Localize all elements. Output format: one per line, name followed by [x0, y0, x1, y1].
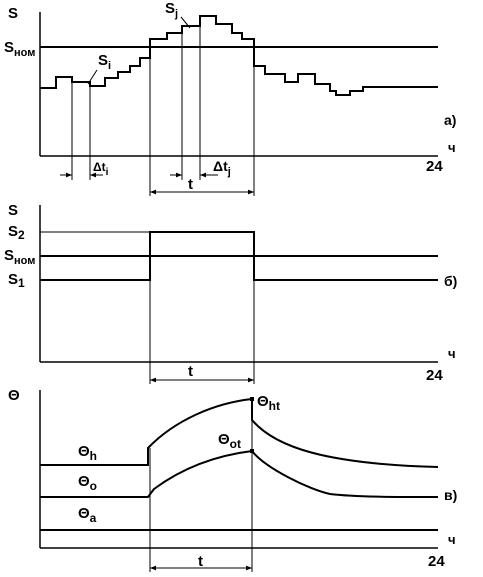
panel-a-unit-label: ч: [448, 140, 456, 155]
panel-a-x-end-label: 24: [426, 158, 443, 175]
panel-b-snom-label: Sном: [4, 247, 35, 267]
panel-c-oil-curve: [40, 449, 439, 498]
panel-c-theta-h-label: Θh: [78, 443, 97, 463]
panel-b-y-label: S: [8, 202, 18, 219]
panel-a-load-step-curve: [40, 15, 438, 96]
panel-c-x-end-label: 24: [428, 553, 445, 570]
panel-c-theta-ot-label: Θot: [218, 431, 241, 451]
panel-a-dtj-label: Δtj: [213, 158, 231, 178]
panel-a-t-label: t: [188, 176, 193, 193]
panel-b-x-end-label: 24: [426, 367, 443, 384]
panel-c: Θ Θht Θot Θh Θo Θa t 24 ч в): [8, 387, 457, 572]
panel-b-tag: б): [444, 273, 457, 289]
panel-c-unit-label: ч: [448, 532, 456, 547]
panel-c-theta-a-label: Θa: [78, 505, 97, 525]
panel-b-t-label: t: [188, 363, 193, 380]
panel-a: S Sном Si Sj Δti Δtj t 24 ч а): [4, 0, 456, 196]
panel-a-si-label: Si: [98, 52, 111, 72]
panel-c-y-label: Θ: [8, 387, 20, 404]
panel-a-si-pointer: [87, 69, 98, 85]
panel-c-theta-o-label: Θo: [78, 473, 97, 493]
panel-c-hotspot-curve: [40, 397, 439, 468]
panel-a-sj-pointer: [180, 16, 191, 29]
panel-a-snom-label: Sном: [4, 39, 35, 59]
panel-c-t-label: t: [198, 553, 203, 570]
panel-a-tag: а): [444, 112, 456, 128]
panel-a-dti-label: Δti: [93, 160, 109, 178]
panel-a-sj-label: Sj: [165, 0, 178, 20]
panel-b-s2-label: S2: [8, 223, 25, 242]
panel-b: S S2 Sном S1 t 24 ч б): [4, 202, 457, 384]
panel-b-unit-label: ч: [448, 346, 456, 361]
panel-a-y-label: S: [8, 5, 18, 22]
panel-b-s1-label: S1: [8, 271, 25, 290]
panel-c-theta-ht-label: Θht: [257, 393, 280, 413]
panel-c-tag: в): [444, 487, 457, 503]
panel-b-load-curve: [40, 231, 438, 281]
